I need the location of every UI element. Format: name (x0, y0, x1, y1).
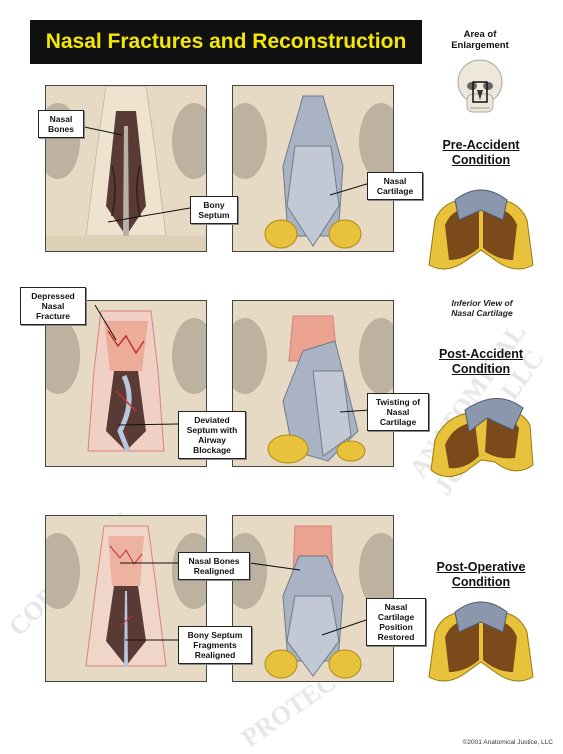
inferior-view-postop (428, 601, 534, 682)
heading-post-operative: Post-Operative Condition (436, 560, 526, 589)
label-nasal-bones-realigned: Nasal Bones Realigned (178, 552, 250, 580)
label-twisting-cartilage: Twisting of Nasal Cartilage (367, 393, 429, 431)
panel-post-bones (45, 300, 207, 467)
inferior-view-caption: Inferior View of Nasal Cartilage (451, 298, 513, 318)
label-nasal-cartilage: Nasal Cartilage (367, 172, 423, 200)
label-bony-septum: Bony Septum (190, 196, 238, 224)
area-of-enlargement-label: Area of Enlargement (451, 29, 509, 51)
copyright-notice: ©2001 Anatomical Justice, LLC (462, 739, 553, 746)
label-deviated-septum: Deviated Septum with Airway Blockage (178, 411, 246, 459)
heading-post-accident: Post-Accident Condition (438, 347, 524, 376)
label-depressed-fracture: Depressed Nasal Fracture (20, 287, 86, 325)
label-cartilage-restored: Nasal Cartilage Position Restored (366, 598, 426, 646)
page-title: Nasal Fractures and Reconstruction (45, 30, 407, 53)
panel-postop-bones (45, 515, 207, 682)
inferior-view-pre (428, 189, 534, 270)
inferior-view-post (430, 398, 534, 477)
heading-pre-accident: Pre-Accident Condition (442, 138, 520, 167)
label-nasal-bones: Nasal Bones (38, 110, 84, 138)
title-bar: Nasal Fractures and Reconstruction (30, 20, 422, 64)
label-septum-realigned: Bony Septum Fragments Realigned (178, 626, 252, 664)
skull-icon (457, 59, 503, 113)
panel-pre-cartilage (232, 85, 394, 252)
panel-post-cartilage (232, 300, 394, 467)
